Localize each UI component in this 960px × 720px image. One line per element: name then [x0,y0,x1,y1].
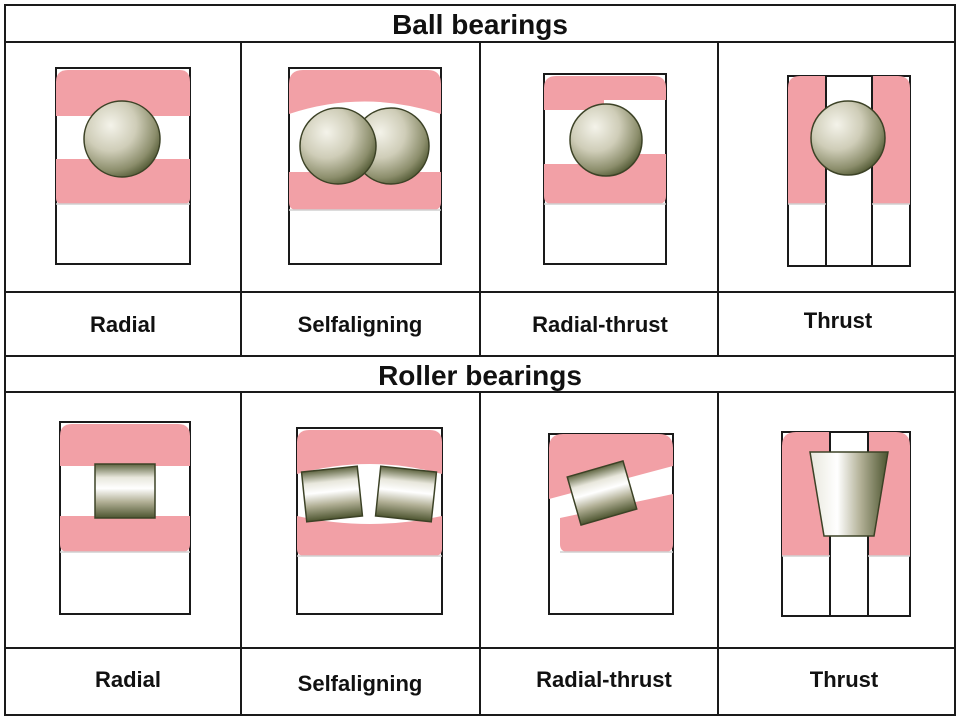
roller-radial-thrust-label: Radial-thrust [536,667,672,692]
ball-radial-bearing [55,67,191,265]
roller-selfaligning-label: Selfaligning [298,671,423,696]
roller-thrust-bearing [781,431,911,617]
ball-radial-thrust-label: Radial-thrust [532,312,668,337]
roller-thrust-label: Thrust [810,667,879,692]
roller-bearings-title: Roller bearings [378,360,582,391]
ball-radial-thrust-bearing [543,73,667,265]
ball-thrust-label: Thrust [804,308,873,333]
ball-bearings-title: Ball bearings [392,9,568,40]
ball-radial-label: Radial [90,312,156,337]
ball-selfaligning-bearing [288,67,442,265]
roller-radial-thrust-bearing [548,433,674,615]
ball-thrust-bearing [787,75,911,267]
roller-radial-label: Radial [95,667,161,692]
roller-selfaligning-bearing [296,427,443,615]
ball-selfaligning-label: Selfaligning [298,312,423,337]
roller-radial-bearing [59,421,191,615]
bearing-types-diagram: Ball bearings Roller bearings [4,4,956,716]
